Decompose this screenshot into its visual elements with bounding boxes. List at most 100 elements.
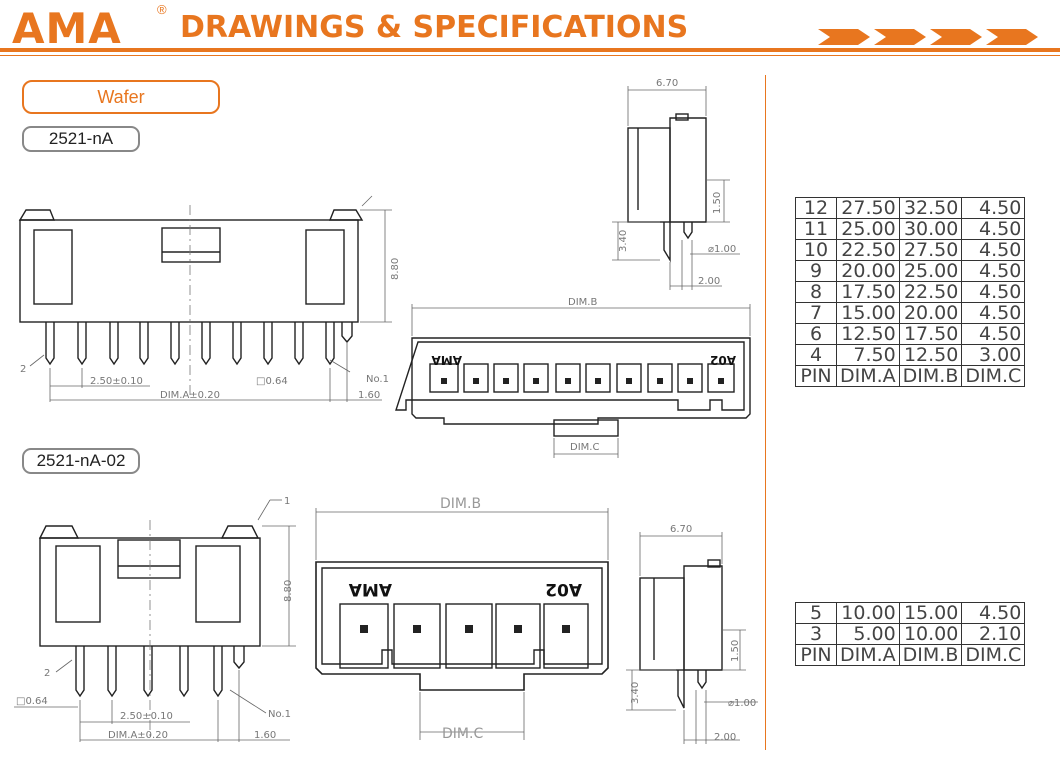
page-header: AMA ® DRAWINGS & SPECIFICATIONS [0, 0, 1060, 56]
table-header-cell: PIN [795, 644, 837, 666]
table-cell: 3 [795, 623, 837, 645]
table-cell: 30.00 [898, 218, 963, 240]
table-row: 5 10.00 15.00 4.50 [795, 602, 1026, 624]
top1-mark-right: A02 [710, 353, 736, 367]
table-cell: 8 [795, 281, 837, 303]
front-view-2 [38, 525, 261, 698]
side-view-2 [639, 559, 723, 709]
pin-label-no1-b: No.1 [268, 709, 291, 720]
side1-h2: 3.40 [618, 230, 629, 252]
side1-dia: ⌀1.00 [708, 244, 736, 255]
side1-w2: 2.00 [698, 276, 720, 287]
table-row: 7 15.00 20.00 4.50 [795, 302, 1026, 324]
table-cell: 17.50 [898, 323, 963, 345]
dim-pitch-2: 2.50±0.10 [120, 711, 173, 722]
pins-2 [75, 646, 245, 698]
top2-dim-b: DIM.B [440, 496, 481, 512]
side1-width: 6.70 [656, 78, 678, 89]
top1-dim-c: DIM.C [570, 442, 599, 453]
table-cell: 17.50 [836, 281, 900, 303]
table-row: 12 27.50 32.50 4.50 [795, 197, 1026, 219]
table-cell: 4.50 [961, 260, 1026, 282]
table-cell: 15.00 [836, 302, 900, 324]
table-cell: 20.00 [836, 260, 900, 282]
table-cell: 22.50 [898, 281, 963, 303]
dim-a-1: DIM.A±0.20 [160, 390, 220, 401]
category-label: Wafer [22, 80, 220, 114]
top2-dim-c: DIM.C [442, 726, 483, 742]
table-cell: 3.00 [961, 344, 1026, 366]
table-cell: 15.00 [898, 602, 963, 624]
table-row: 6 12.50 17.50 4.50 [795, 323, 1026, 345]
table-cell: 10 [795, 239, 837, 261]
top-view-2 [315, 561, 609, 691]
table-cell: 7 [795, 302, 837, 324]
side1-h1: 1.50 [712, 192, 723, 214]
table-cell: 2.10 [961, 623, 1026, 645]
table-cell: 32.50 [898, 197, 963, 219]
table-cell: 22.50 [836, 239, 900, 261]
table-header-cell: DIM.A [836, 365, 900, 387]
table-cell: 12.50 [836, 323, 900, 345]
dim-pin-size-2: □0.64 [16, 696, 48, 707]
table-row: 10 22.50 27.50 4.50 [795, 239, 1026, 261]
table-cell: 11 [795, 218, 837, 240]
registered-mark: ® [157, 2, 167, 17]
table-row: 4 7.50 12.50 3.00 [795, 344, 1026, 366]
pin-squares-2 [360, 625, 570, 633]
side2-w2: 2.00 [714, 732, 736, 743]
table-cell: 7.50 [836, 344, 900, 366]
table-cell: 10.00 [836, 602, 900, 624]
pin-squares-1 [441, 378, 724, 384]
table-cell: 4.50 [961, 323, 1026, 345]
top1-dim-b: DIM.B [568, 297, 597, 308]
table-cell: 5.00 [836, 623, 900, 645]
table-cell: 12.50 [898, 344, 963, 366]
side2-h2: 3.40 [630, 682, 641, 704]
top-view-1 [395, 337, 751, 437]
table-cell: 4.50 [961, 239, 1026, 261]
table-row: 9 20.00 25.00 4.50 [795, 260, 1026, 282]
table-cell: 9 [795, 260, 837, 282]
pins-1 [45, 322, 353, 366]
side2-width: 6.70 [670, 524, 692, 535]
table-cell: 20.00 [898, 302, 963, 324]
dim-pin-size-1: □0.64 [256, 376, 288, 387]
dim-end-2: 1.60 [254, 730, 276, 741]
table-header-row: PIN DIM.A DIM.B DIM.C [795, 644, 1026, 666]
table-header-cell: DIM.C [961, 365, 1026, 387]
dim-a-2: DIM.A±0.20 [108, 730, 168, 741]
pin-label-top: 1 [284, 496, 290, 507]
table-row: 3 5.00 10.00 2.10 [795, 623, 1026, 645]
table-header-cell: DIM.A [836, 644, 900, 666]
table-header-row: PIN DIM.A DIM.B DIM.C [795, 365, 1026, 387]
table-cell: 5 [795, 602, 837, 624]
dimension-table-2: 5 10.00 15.00 4.50 3 5.00 10.00 2.10 PIN… [795, 602, 1026, 666]
table-cell: 25.00 [898, 260, 963, 282]
top1-mark-left: AMA [431, 353, 462, 367]
table-cell: 27.50 [836, 197, 900, 219]
table-cell: 25.00 [836, 218, 900, 240]
top2-mark-left: AMA [348, 579, 392, 599]
technical-drawings: 2.50±0.10 □0.64 DIM.A±0.20 1.60 8.80 2 N… [14, 78, 758, 744]
pin-label-2-a: 2 [20, 364, 26, 375]
front-view-1 [18, 209, 364, 366]
table-cell: 4 [795, 344, 837, 366]
header-rule [0, 48, 1060, 52]
table-row: 8 17.50 22.50 4.50 [795, 281, 1026, 303]
pin-label-2-b: 2 [44, 668, 50, 679]
side2-h1: 1.50 [730, 640, 741, 662]
table-header-cell: DIM.B [898, 365, 963, 387]
table-cell: 6 [795, 323, 837, 345]
table-cell: 4.50 [961, 602, 1026, 624]
ama-logo: AMA [12, 4, 122, 53]
table-row: 11 25.00 30.00 4.50 [795, 218, 1026, 240]
table-cell: 4.50 [961, 281, 1026, 303]
side-view-1 [627, 113, 707, 263]
page-title: DRAWINGS & SPECIFICATIONS [180, 10, 689, 45]
header-rule-thin [0, 55, 1060, 56]
table-header-cell: DIM.C [961, 644, 1026, 666]
table-header-cell: PIN [795, 365, 837, 387]
table-header-cell: DIM.B [898, 644, 963, 666]
table-cell: 4.50 [961, 197, 1026, 219]
